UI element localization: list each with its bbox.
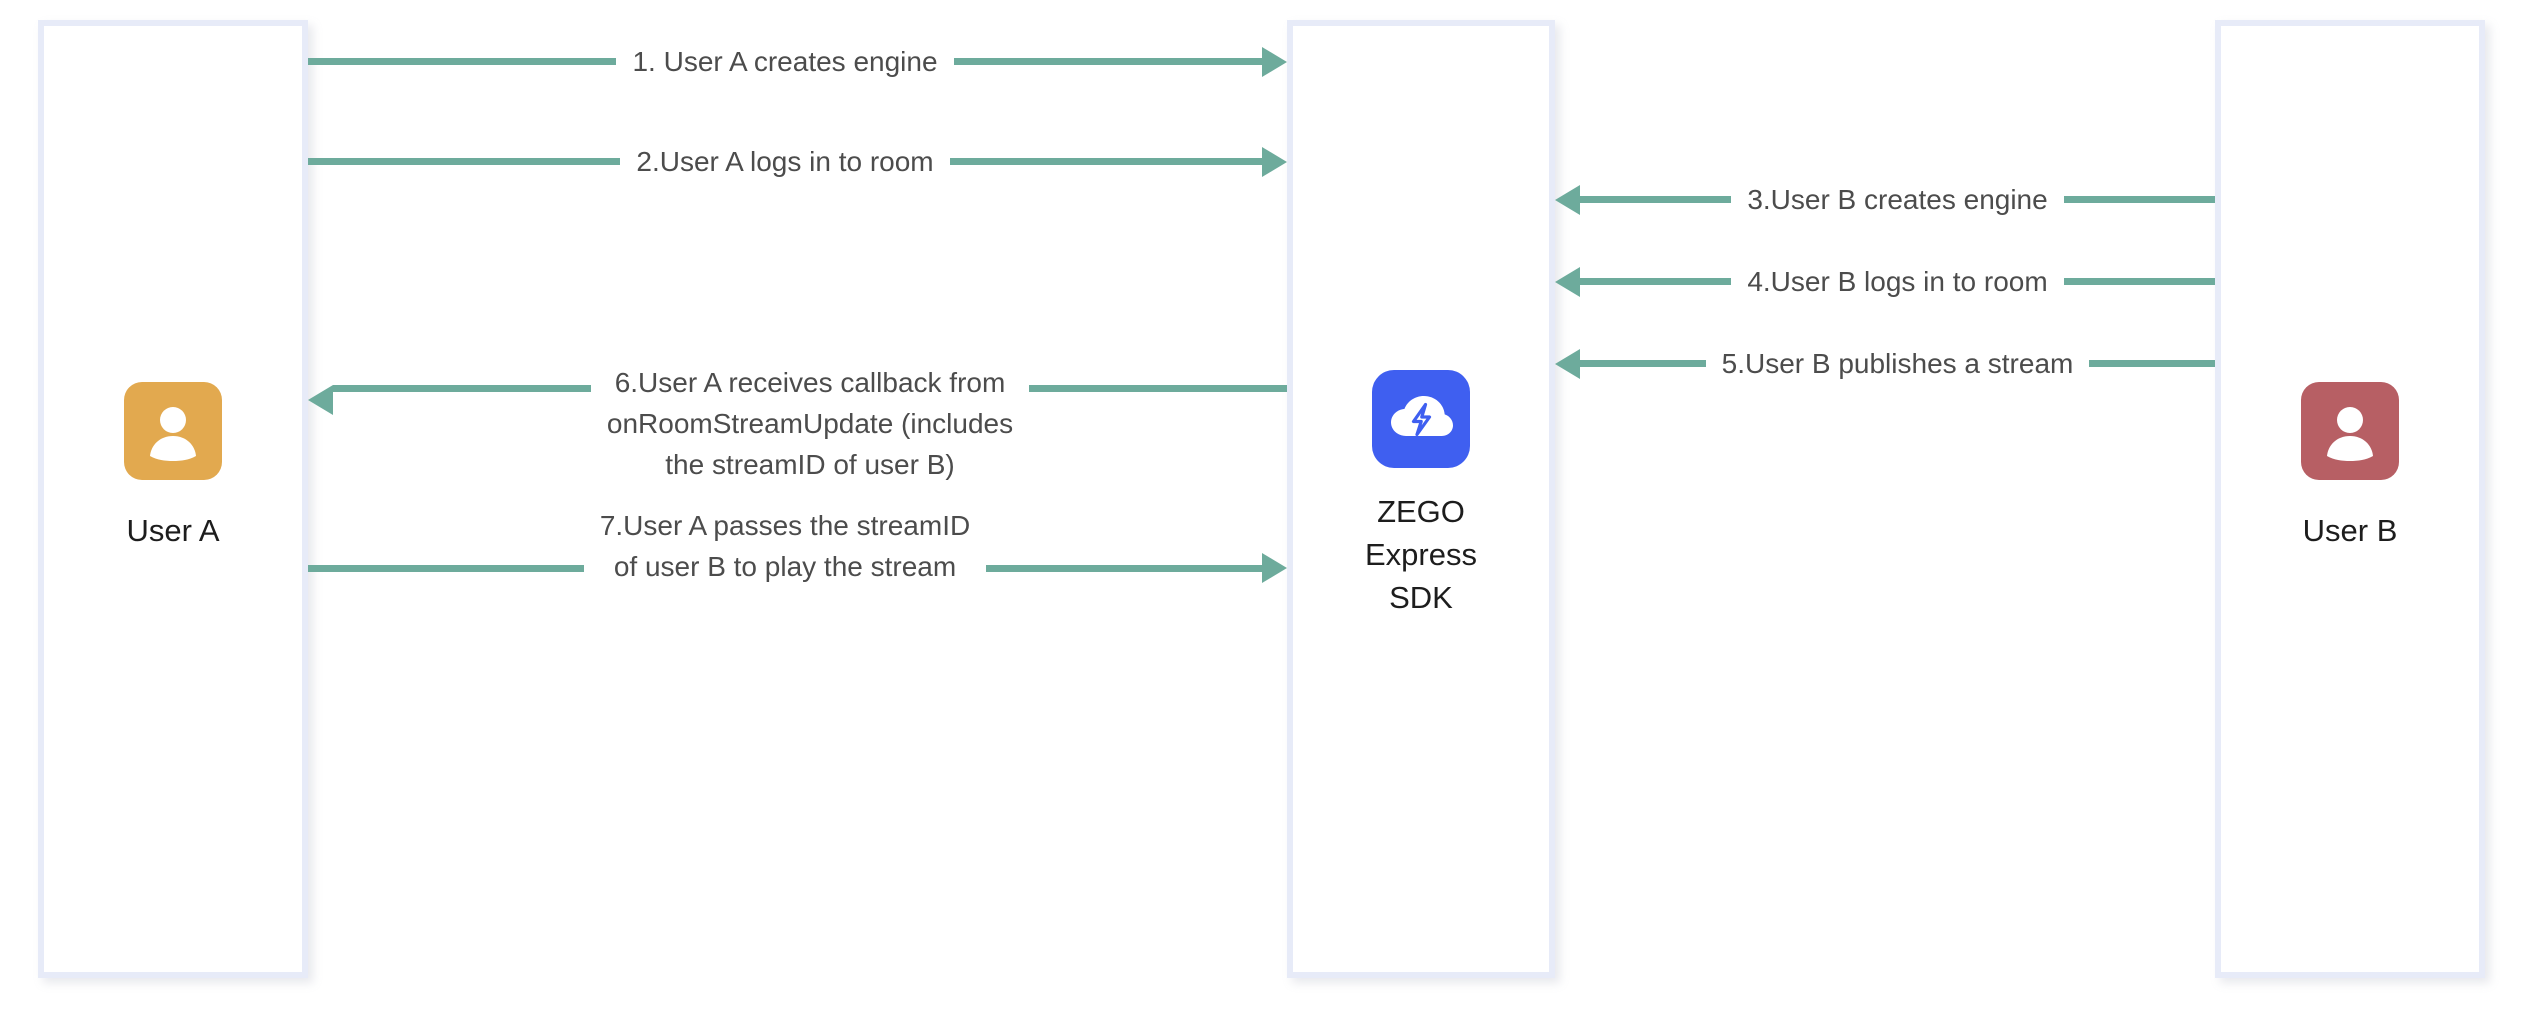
message-5: 5.User B publishes a stream bbox=[1555, 343, 2215, 384]
arrow-line bbox=[949, 158, 1263, 165]
arrowhead-left-icon bbox=[1555, 266, 1580, 297]
arrow-line bbox=[2089, 360, 2215, 367]
arrowhead-left-icon bbox=[1555, 184, 1580, 215]
message-label-2: 2.User A logs in to room bbox=[636, 146, 934, 177]
arrow-line bbox=[1580, 196, 1732, 203]
message-6: 6.User A receives callback from onRoomSt… bbox=[308, 362, 1287, 485]
arrowhead-left-icon bbox=[308, 385, 333, 415]
arrowhead-left-icon bbox=[1555, 348, 1580, 379]
arrow-line bbox=[308, 58, 617, 65]
actor-user-b: User B bbox=[2220, 382, 2480, 552]
arrow-line bbox=[986, 564, 1263, 572]
arrowhead-right-icon bbox=[1262, 553, 1288, 583]
arrowhead-right-icon bbox=[1262, 146, 1288, 177]
cloud-lightning-icon bbox=[1372, 370, 1470, 468]
arrow-line bbox=[1580, 278, 1732, 285]
message-3: 3.User B creates engine bbox=[1555, 179, 2216, 220]
message-label-7: 7.User A passes the streamID of user B t… bbox=[599, 510, 971, 582]
message-label-5: 5.User B publishes a stream bbox=[1721, 348, 2074, 379]
message-label-1: 1. User A creates engine bbox=[632, 46, 938, 77]
lifeline-zego-express-sdk bbox=[1287, 20, 1555, 978]
arrow-line bbox=[333, 385, 591, 392]
arrow-line bbox=[1029, 385, 1287, 392]
person-icon bbox=[124, 382, 222, 480]
arrow-line bbox=[2063, 278, 2215, 285]
message-1: 1. User A creates engine bbox=[308, 41, 1288, 82]
message-label-6: 6.User A receives callback from onRoomSt… bbox=[606, 367, 1014, 480]
arrow-line bbox=[2063, 196, 2216, 203]
message-4: 4.User B logs in to room bbox=[1555, 261, 2215, 302]
arrowhead-right-icon bbox=[1262, 46, 1288, 77]
person-icon bbox=[2301, 382, 2399, 480]
actor-user-a: User A bbox=[43, 382, 303, 552]
actor-zego-express-sdk: ZEGO Express SDK bbox=[1291, 370, 1551, 619]
arrow-line bbox=[308, 564, 584, 572]
message-label-4: 4.User B logs in to room bbox=[1747, 266, 2048, 297]
lifeline-user-a bbox=[38, 20, 308, 978]
message-7: 7.User A passes the streamID of user B t… bbox=[308, 505, 1288, 587]
arrow-line bbox=[308, 158, 621, 165]
lifeline-user-b bbox=[2215, 20, 2485, 978]
message-label-3: 3.User B creates engine bbox=[1747, 184, 2048, 215]
arrow-line bbox=[953, 58, 1263, 65]
actor-label-user-b: User B bbox=[2302, 513, 2398, 548]
arrow-line bbox=[1580, 360, 1706, 367]
actor-label-user-a: User A bbox=[126, 513, 220, 548]
message-2: 2.User A logs in to room bbox=[308, 141, 1288, 182]
actor-label-zego-express-sdk: ZEGO Express SDK bbox=[1365, 494, 1477, 615]
